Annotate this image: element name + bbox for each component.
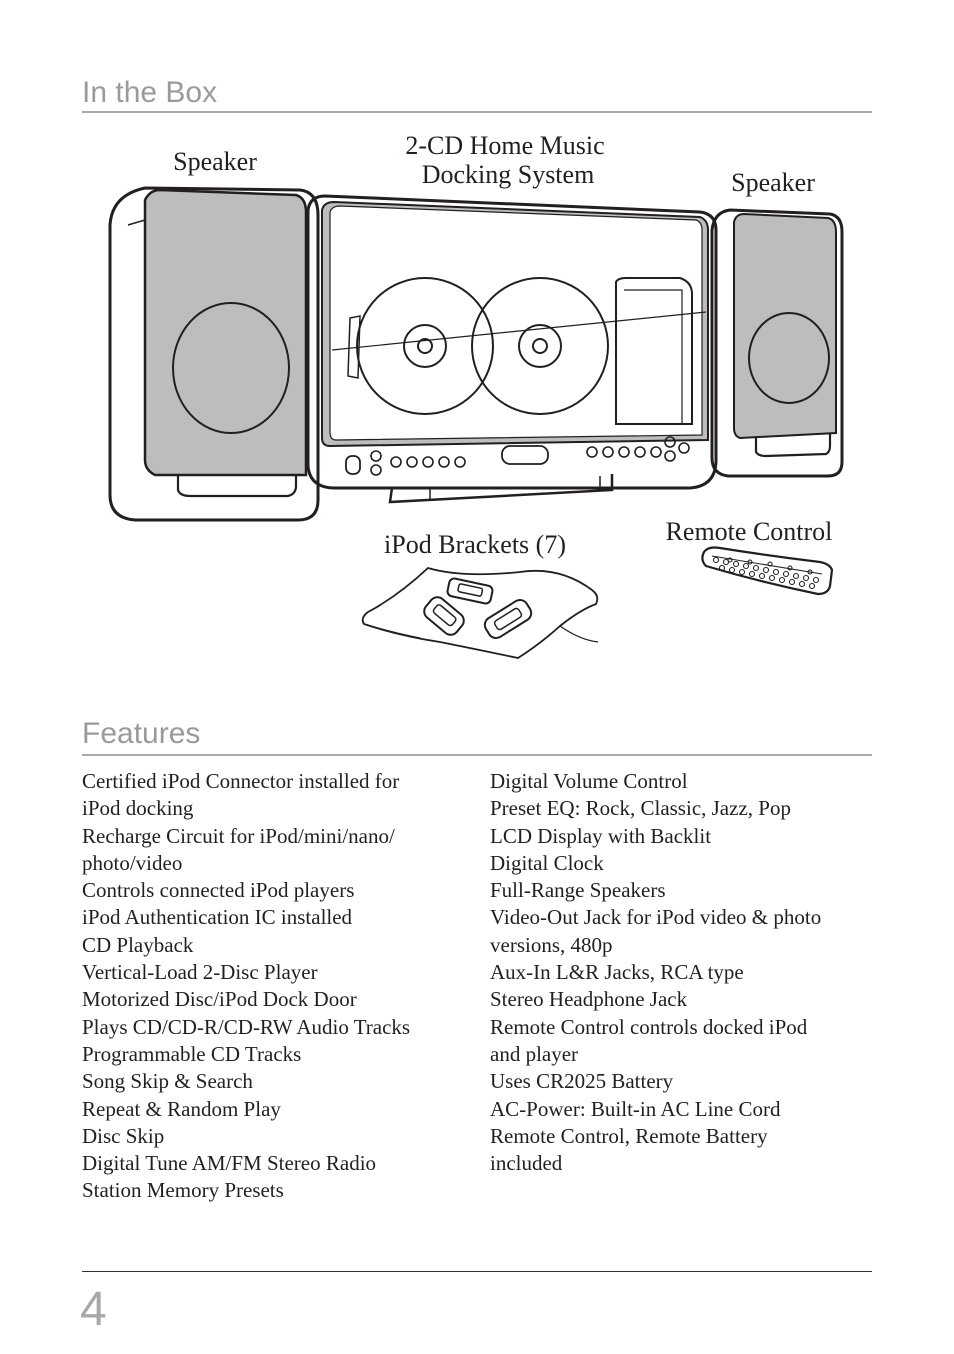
feature-line: iPod Authentication IC installed bbox=[82, 905, 353, 930]
feature-line: Digital Clock bbox=[490, 850, 604, 875]
in-the-box-heading: In the Box bbox=[82, 76, 218, 109]
label-ipod-brackets: iPod Brackets (7) bbox=[384, 530, 566, 559]
feature-line: CD Playback bbox=[82, 932, 194, 957]
feature-line: versions, 480p bbox=[490, 932, 613, 957]
main-unit-drawing bbox=[306, 194, 718, 504]
feature-line: Controls connected iPod players bbox=[82, 878, 355, 903]
feature-line: Vertical-Load 2-Disc Player bbox=[82, 960, 318, 985]
page-number: 4 bbox=[80, 1283, 107, 1336]
left-speaker-drawing bbox=[108, 186, 320, 522]
feature-line: Motorized Disc/iPod Dock Door bbox=[82, 987, 357, 1012]
feature-line: Video-Out Jack for iPod video & photo bbox=[490, 905, 822, 930]
feature-line: Song Skip & Search bbox=[82, 1069, 253, 1094]
feature-line: Uses CR2025 Battery bbox=[490, 1069, 674, 1094]
feature-line: and player bbox=[490, 1041, 579, 1066]
feature-line: Disc Skip bbox=[82, 1123, 165, 1148]
feature-line: Aux-In L&R Jacks, RCA type bbox=[490, 960, 744, 985]
feature-line: Stereo Headphone Jack bbox=[490, 987, 688, 1012]
features-right-column: Digital Volume Control Preset EQ: Rock, … bbox=[490, 768, 880, 1177]
remote-control-drawing bbox=[701, 546, 834, 596]
footer-rule bbox=[82, 1271, 872, 1272]
features-left-column: Certified iPod Connector installed for i… bbox=[82, 768, 472, 1205]
label-system-line1: 2-CD Home Music bbox=[405, 131, 605, 160]
label-system-line2: Docking System bbox=[421, 160, 595, 189]
feature-line: LCD Display with Backlit bbox=[490, 823, 712, 848]
features-heading: Features bbox=[82, 717, 201, 750]
feature-line: included bbox=[490, 1151, 563, 1176]
right-speaker-drawing bbox=[710, 208, 844, 478]
label-speaker-right: Speaker bbox=[731, 168, 815, 197]
feature-line: Recharge Circuit for iPod/mini/nano/ bbox=[82, 823, 395, 848]
feature-line: Repeat & Random Play bbox=[82, 1096, 281, 1121]
feature-line: Certified iPod Connector installed for bbox=[82, 769, 400, 793]
feature-line: photo/video bbox=[82, 850, 183, 875]
feature-line: Remote Control controls docked iPod bbox=[490, 1014, 808, 1039]
feature-line: Preset EQ: Rock, Classic, Jazz, Pop bbox=[490, 796, 791, 821]
feature-line: Digital Tune AM/FM Stereo Radio bbox=[82, 1151, 377, 1176]
feature-line: AC-Power: Built-in AC Line Cord bbox=[490, 1096, 781, 1121]
product-illustration bbox=[108, 186, 844, 659]
feature-line: Full-Range Speakers bbox=[490, 878, 666, 903]
feature-line: Station Memory Presets bbox=[82, 1178, 284, 1203]
label-speaker-left: Speaker bbox=[173, 147, 257, 176]
feature-line: iPod docking bbox=[82, 796, 194, 821]
feature-line: Digital Volume Control bbox=[490, 769, 688, 793]
label-remote-control: Remote Control bbox=[665, 517, 833, 546]
feature-line: Remote Control, Remote Battery bbox=[490, 1123, 768, 1148]
features-rule bbox=[82, 754, 872, 756]
heading-rule bbox=[82, 111, 872, 113]
feature-line: Programmable CD Tracks bbox=[82, 1041, 302, 1066]
feature-line: Plays CD/CD-R/CD-RW Audio Tracks bbox=[82, 1014, 411, 1039]
ipod-brackets-drawing bbox=[361, 566, 599, 659]
